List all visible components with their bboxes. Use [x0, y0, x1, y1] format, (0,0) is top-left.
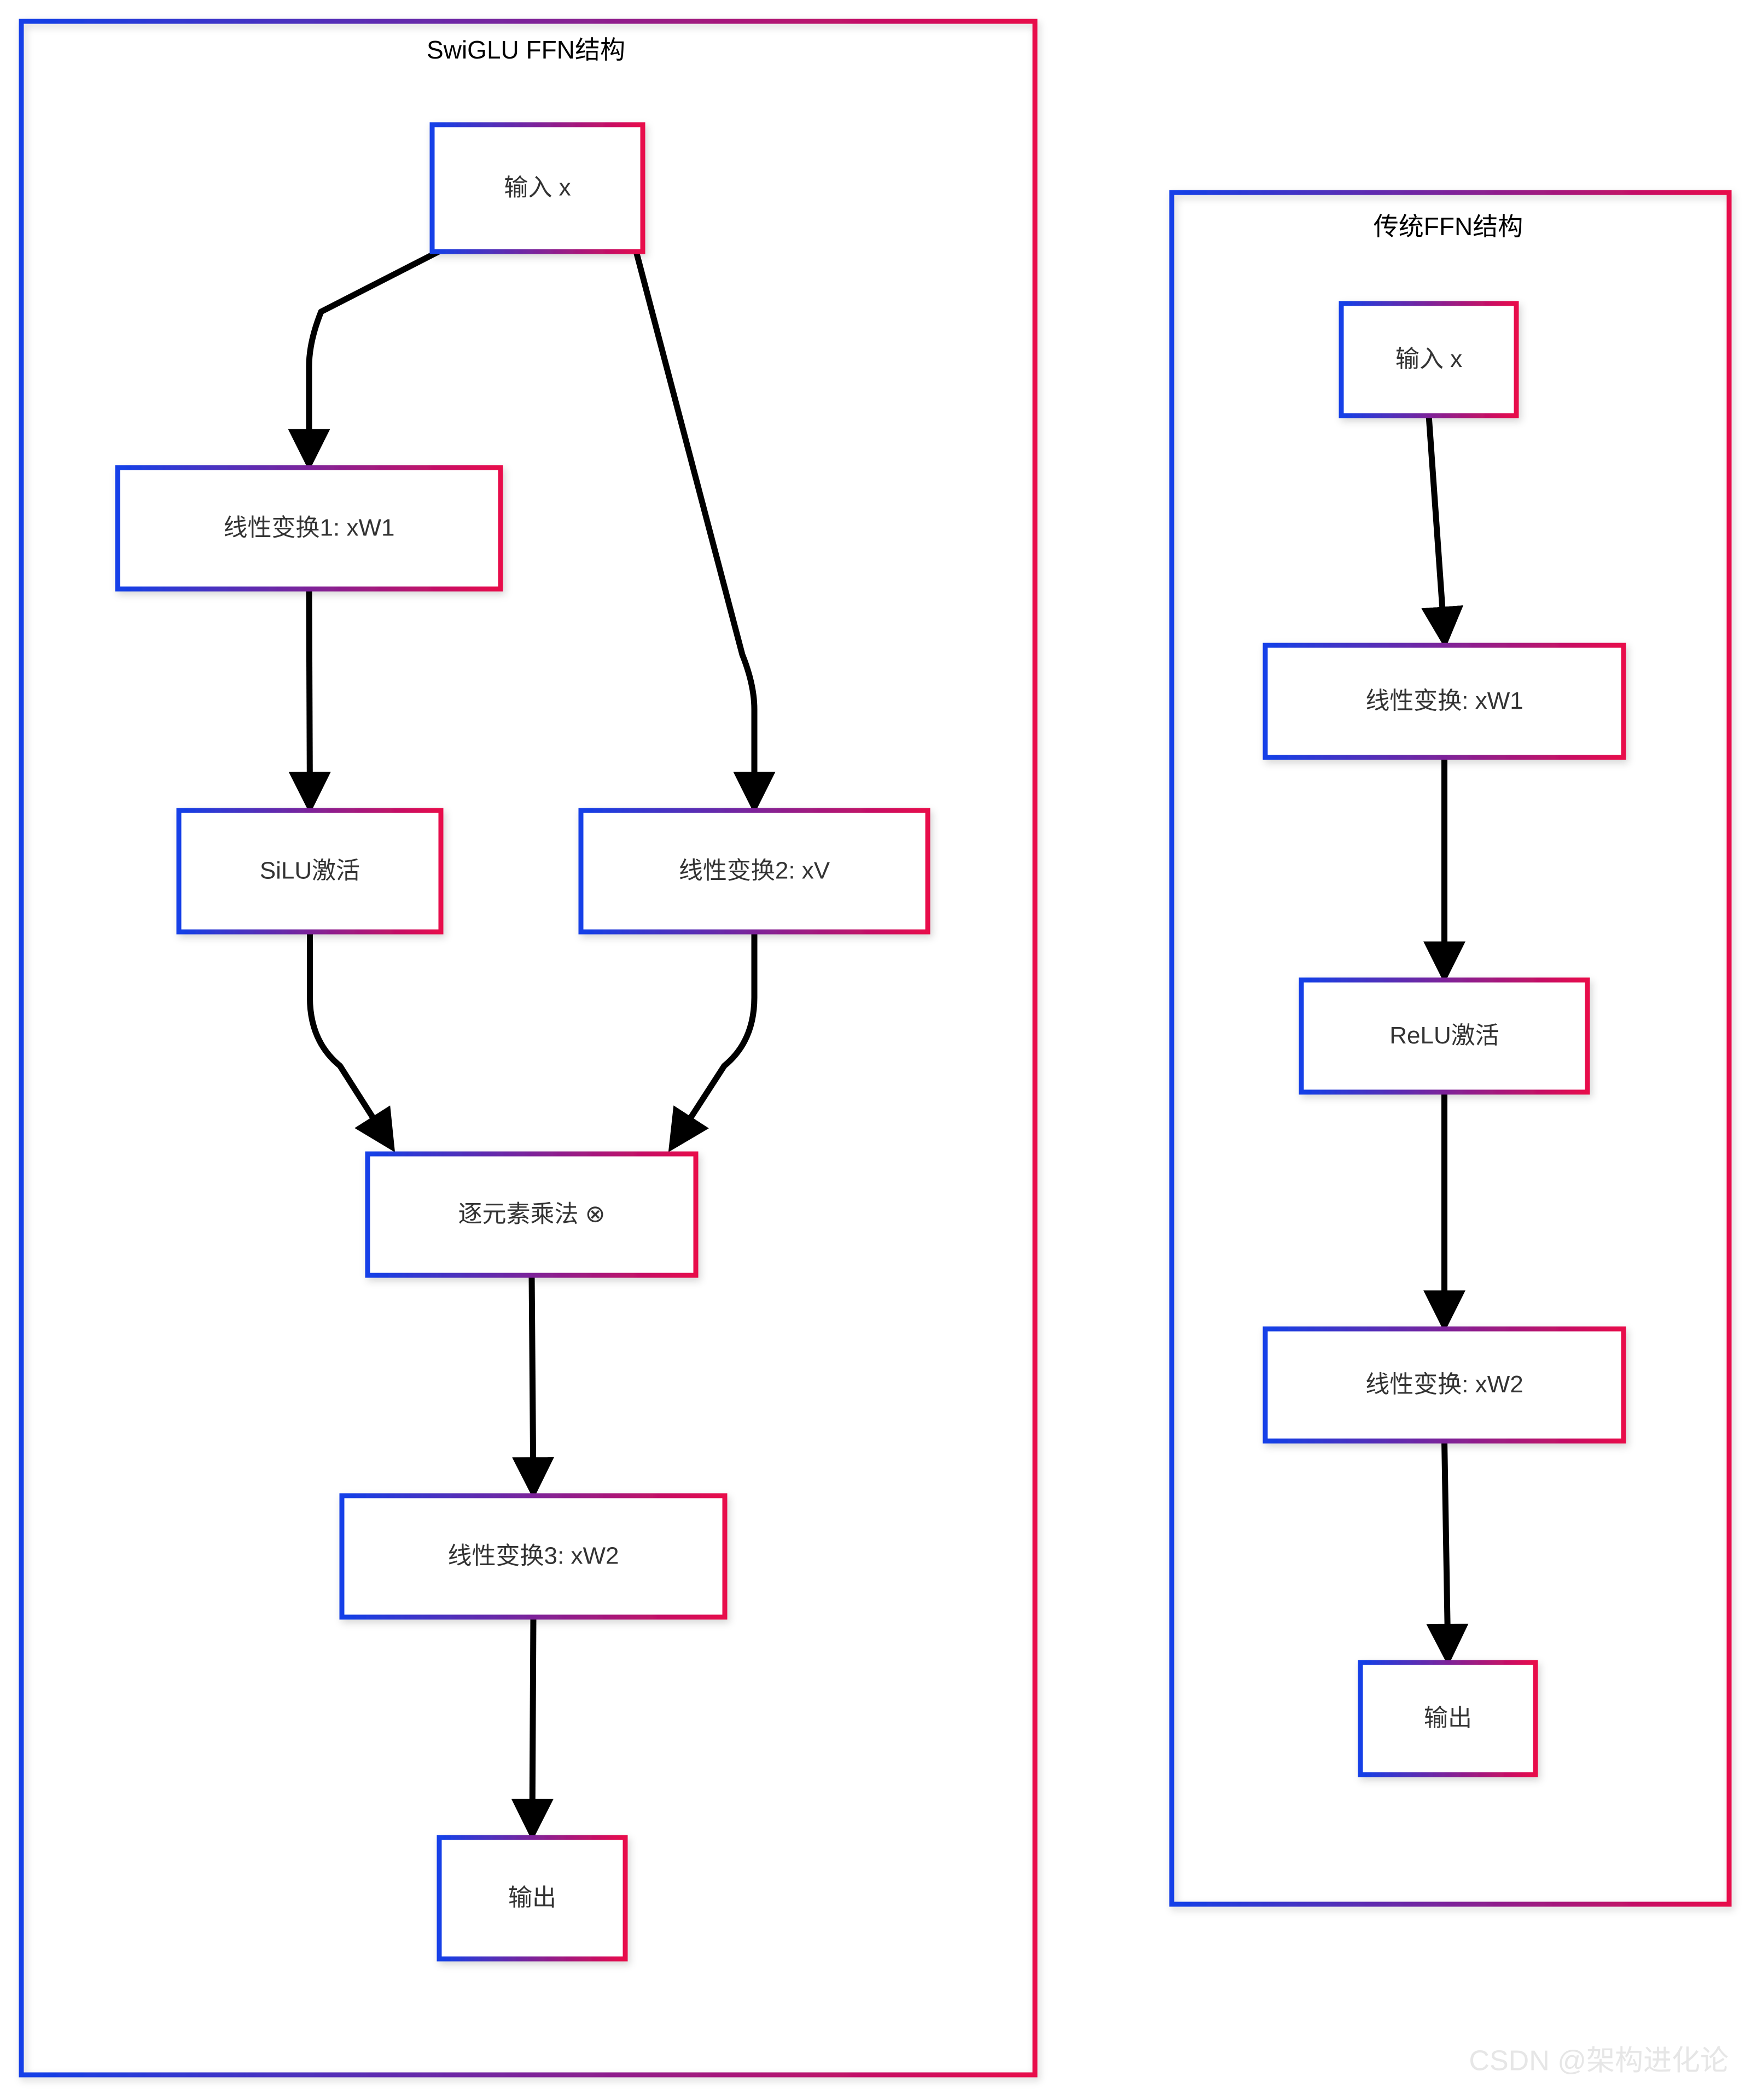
- node-label-t-relu: ReLU激活: [1389, 1022, 1499, 1049]
- panel-title-swiglu-panel: SwiGLU FFN结构: [427, 36, 625, 64]
- node-t-lin1[interactable]: 线性变换: xW1: [1263, 643, 1626, 760]
- node-label-lin2: 线性变换2: xV: [679, 858, 830, 884]
- node-label-t-lin1: 线性变换: xW1: [1365, 687, 1523, 714]
- edge-lin2-to-mult: [668, 932, 758, 1152]
- csdn-watermark: CSDN @架构进化论: [1469, 2045, 1729, 2077]
- node-label-t-output: 输出: [1424, 1705, 1472, 1731]
- edge-silu-to-mult: [307, 932, 395, 1152]
- edge-t-lin2-to-t-output: [1426, 1440, 1469, 1666]
- node-t-lin2[interactable]: 线性变换: xW2: [1263, 1326, 1626, 1444]
- node-output[interactable]: 输出: [437, 1835, 628, 1962]
- node-t-relu[interactable]: ReLU激活: [1299, 977, 1590, 1095]
- node-label-t-lin2: 线性变换: xW2: [1365, 1371, 1523, 1398]
- panel-traditional-panel: [1169, 190, 1732, 1907]
- node-label-output: 输出: [508, 1885, 556, 1911]
- edges-layer: [288, 249, 1469, 1841]
- node-t-input[interactable]: 输入 x: [1339, 301, 1519, 418]
- node-mult[interactable]: 逐元素乘法 ⊗: [365, 1151, 699, 1278]
- node-label-lin1: 线性变换1: xW1: [224, 515, 395, 541]
- edge-lin3-to-output: [511, 1617, 554, 1841]
- node-lin3[interactable]: 线性变换3: xW2: [339, 1493, 728, 1620]
- node-label-input: 输入 x: [504, 174, 571, 201]
- node-label-silu: SiLU激活: [260, 858, 360, 884]
- node-input[interactable]: 输入 x: [429, 122, 645, 254]
- edge-input-to-lin2: [633, 250, 776, 814]
- edge-mult-to-lin3: [512, 1275, 555, 1500]
- panels-layer: [19, 19, 1732, 2078]
- panel-title-traditional-panel: 传统FFN结构: [1374, 212, 1523, 241]
- node-t-output[interactable]: 输出: [1358, 1660, 1538, 1777]
- panel-swiglu-panel: [19, 19, 1038, 2078]
- node-silu[interactable]: SiLU激活: [176, 808, 444, 935]
- node-label-lin3: 线性变换3: xW2: [448, 1543, 619, 1570]
- edge-t-input-to-t-lin1: [1421, 415, 1464, 649]
- node-label-t-input: 输入 x: [1395, 346, 1462, 372]
- watermark-layer: CSDN @架构进化论: [1469, 2045, 1729, 2077]
- node-lin1[interactable]: 线性变换1: xW1: [115, 465, 503, 592]
- node-label-mult: 逐元素乘法 ⊗: [458, 1201, 605, 1228]
- edge-input-to-lin1: [288, 249, 440, 471]
- edge-lin1-to-silu: [288, 588, 331, 814]
- node-lin2[interactable]: 线性变换2: xV: [578, 808, 930, 935]
